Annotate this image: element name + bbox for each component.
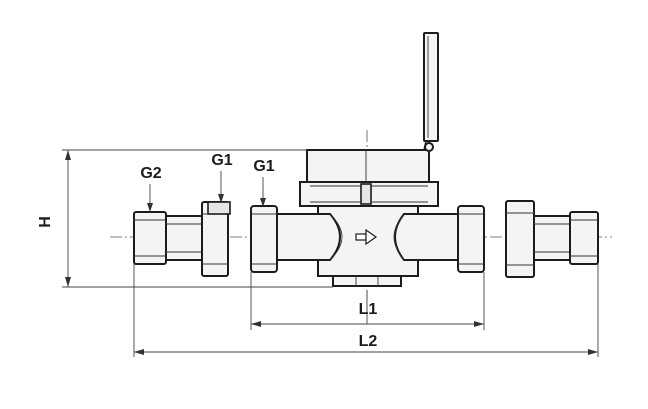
body-thread-left	[250, 205, 278, 273]
flow-arrow-icon	[355, 228, 378, 246]
dimension-l1: L1	[251, 290, 484, 327]
g1-left-label: G1	[211, 152, 232, 169]
h-label: H	[37, 216, 54, 228]
l1-label: L1	[359, 301, 378, 318]
g1-right-label: G1	[253, 158, 274, 175]
callout-g1-right: G1	[253, 158, 275, 207]
l2-label: L2	[359, 333, 378, 350]
callout-g2: G2	[140, 165, 162, 212]
g2-label: G2	[140, 165, 161, 182]
left-coupling	[133, 201, 231, 277]
body-thread-right	[457, 205, 485, 273]
dimension-l2: L2	[134, 333, 598, 355]
register-lid	[423, 32, 439, 152]
callout-g1-left: G1	[211, 152, 233, 203]
extension-lines	[62, 149, 599, 357]
dimension-h: H	[37, 150, 71, 287]
meter-body	[276, 205, 461, 287]
right-coupling	[505, 200, 599, 278]
meter-register	[299, 149, 439, 207]
